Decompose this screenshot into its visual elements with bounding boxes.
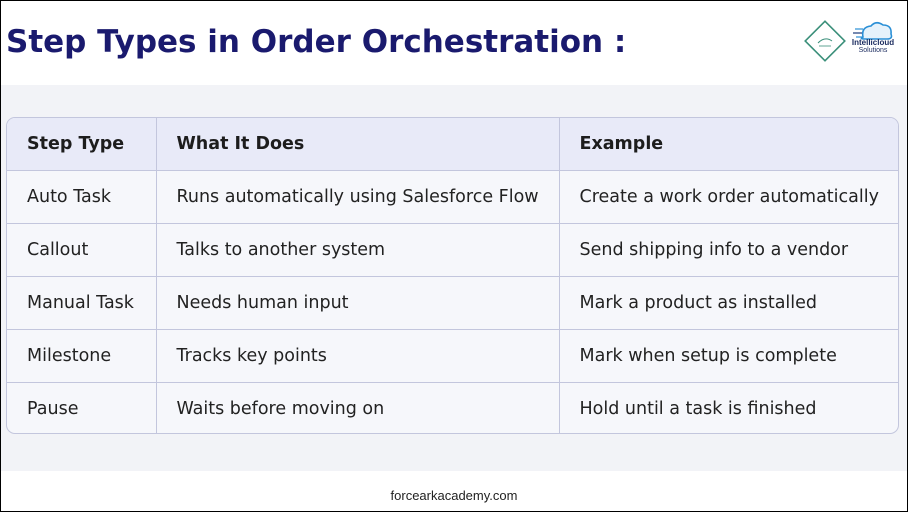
step-types-table: Step Type What It Does Example Auto Task…: [6, 117, 899, 434]
table-row: Callout Talks to another system Send shi…: [7, 223, 898, 277]
table-row: Manual Task Needs human input Mark a pro…: [7, 276, 898, 330]
intellicloud-logo-text: Intellicloud Solutions: [845, 39, 901, 55]
cell-example: Mark a product as installed: [559, 276, 898, 330]
intellicloud-name: Intellicloud: [851, 38, 895, 47]
header-example: Example: [559, 118, 898, 171]
cell-example: Mark when setup is complete: [559, 329, 898, 383]
table-row: Auto Task Runs automatically using Sales…: [7, 170, 898, 224]
page-title: Step Types in Order Orchestration :: [6, 24, 627, 60]
table-header-row: Step Type What It Does Example: [7, 118, 898, 171]
cell-what-it-does: Talks to another system: [156, 223, 560, 277]
table-row: Pause Waits before moving on Hold until …: [7, 382, 898, 433]
intellicloud-cloud-logo-icon: [853, 21, 893, 40]
cell-what-it-does: Needs human input: [156, 276, 560, 330]
cell-what-it-does: Waits before moving on: [156, 382, 560, 433]
forceark-diamond-logo-icon: [804, 20, 846, 62]
cell-example: Hold until a task is finished: [579, 399, 817, 419]
table-row: Milestone Tracks key points Mark when se…: [7, 329, 898, 383]
header-what-it-does: What It Does: [156, 118, 560, 171]
cell-example: Send shipping info to a vendor: [559, 223, 898, 277]
cell-what-it-does: Tracks key points: [156, 329, 560, 383]
cell-step-type: Manual Task: [7, 276, 157, 330]
footer-website: forcearkacademy.com: [390, 488, 518, 503]
header-step-type: Step Type: [7, 118, 157, 171]
cell-what-it-does: Runs automatically using Salesforce Flow: [156, 170, 560, 224]
cell-step-type: Callout: [7, 223, 157, 277]
cell-example: Create a work order automatically: [559, 170, 898, 224]
logo-area: Intellicloud Solutions: [799, 15, 899, 65]
intellicloud-sub: Solutions: [858, 47, 888, 54]
cell-step-type: Milestone: [7, 329, 157, 383]
cell-step-type: Pause: [7, 382, 157, 433]
cell-step-type: Auto Task: [7, 170, 157, 224]
